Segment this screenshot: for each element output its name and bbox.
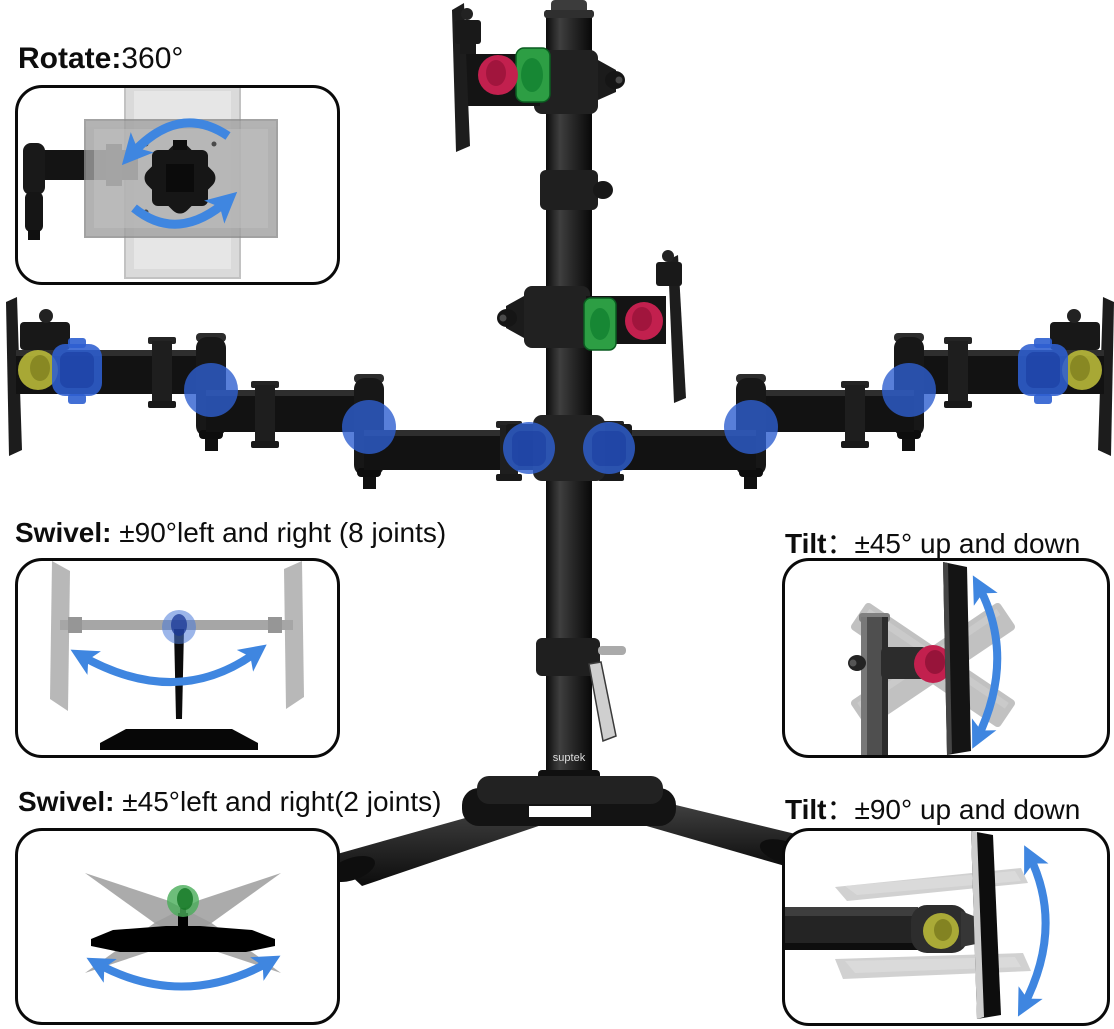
tilt-45-panel [782,558,1110,758]
tilt-90-panel [782,828,1110,1026]
brand-logo: suptek [553,752,586,764]
base-front-view [100,729,258,750]
tilt-arrow [1017,845,1050,1017]
rotate-label-bold: Rotate: [18,42,122,75]
rotate-panel [15,85,340,285]
swivel-90-panel [15,558,340,758]
top-monitor-mount [452,3,625,152]
tilt-45-label: Tilt：±45° up and down [785,528,1081,559]
rotation-arrow-top [121,118,231,166]
tilt-45-illustration [848,562,1016,755]
left-arm-chain [6,297,578,489]
rotate-label-rest: 360° [121,42,184,75]
vesa-plate [143,140,217,215]
swivel-90-illustration [50,561,304,750]
swivel-45-illustration [84,873,282,991]
ghost-monitor-left [50,561,70,711]
base [329,770,812,886]
swivel-45-panel [15,828,340,1025]
ghost-monitor-flat-bottom [835,953,1031,979]
tilt-90-label: Tilt：±90° up and down [785,794,1081,825]
tilt-arrow [971,575,1002,749]
rotation-arrow-bottom [131,191,238,229]
base-edge-view [91,926,275,952]
swivel-arrow [86,955,281,991]
height-lever [536,638,626,743]
vesa-plate [668,255,686,403]
swivel-arms-label: Swivel: ±90°left and right (8 joints) [15,517,447,548]
swivel-base-label: Swivel: ±45°left and right(2 joints) [18,786,442,817]
center-clamp [503,415,635,481]
ghost-monitor-flat-top [835,868,1028,901]
rotate-illustration [23,88,278,279]
ghost-monitor-right [284,561,304,709]
swivel-arrow [70,644,267,687]
middle-monitor-mount [497,250,686,403]
rotate-label: Rotate:360° [18,42,183,76]
tilt-90-illustration [785,831,1050,1019]
